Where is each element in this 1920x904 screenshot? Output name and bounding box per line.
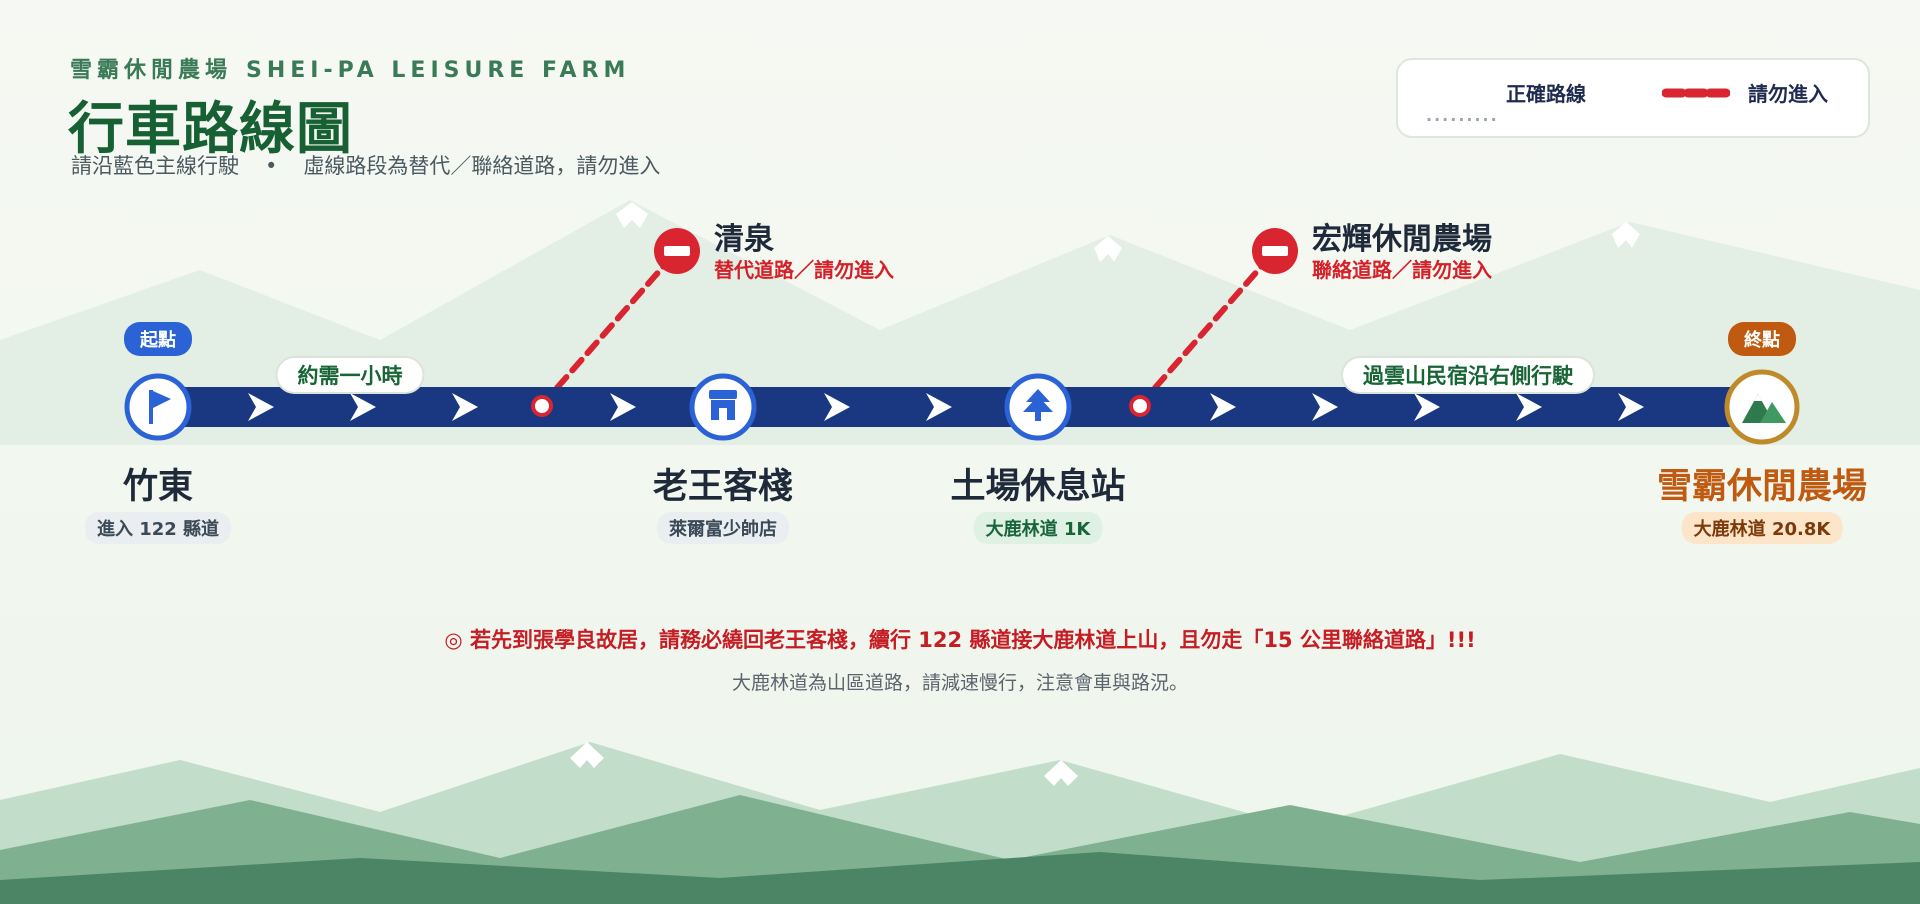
direction-chevron — [610, 393, 636, 421]
brand-heading: 雪霸休閒農場 SHEI-PA LEISURE FARM — [70, 52, 630, 84]
start-badge: 起點 — [124, 322, 192, 356]
station-name-tuchang: 土場休息站 — [950, 467, 1126, 507]
direction-chevron — [1312, 393, 1338, 421]
warning-note: ◎ 若先到張學良故居，請務必繞回老王客棧，續行 122 縣道接大鹿林道上山，且勿… — [444, 628, 1476, 652]
no-entry-note-honghui: 聯絡道路／請勿進入 — [1312, 258, 1492, 282]
station-name-zhudong: 竹東 — [122, 467, 194, 507]
direction-chevron — [1516, 393, 1542, 421]
mountain-icon — [1742, 394, 1786, 423]
subtitle-separator: • — [265, 154, 278, 178]
junction-marker-qingquan — [531, 395, 553, 417]
station-tag-sheipa: 大鹿林道 20.8K — [1681, 512, 1843, 544]
no-entry-note-qingquan: 替代道路／請勿進入 — [714, 258, 894, 282]
snow-cap — [1094, 236, 1122, 262]
no-entry-icon — [654, 228, 700, 274]
direction-chevron — [350, 393, 376, 421]
no-entry-name-honghui: 宏輝休閒農場 — [1312, 222, 1492, 257]
flag-icon — [149, 390, 171, 424]
direction-chevron — [452, 393, 478, 421]
segment-label-duration: 約需一小時 — [275, 356, 425, 394]
segment-label-keep-right: 過雲山民宿沿右側行駛 — [1341, 356, 1595, 394]
direction-chevron — [824, 393, 850, 421]
brand-en: SHEI-PA LEISURE FARM — [246, 58, 631, 83]
direction-chevron — [1210, 393, 1236, 421]
brand-zh: 雪霸休閒農場 — [70, 58, 233, 83]
no-entry-branch-line-qingquan — [539, 249, 679, 408]
station-node-tuchang — [1004, 373, 1072, 441]
no-entry-icon — [1252, 228, 1298, 274]
legend-no-entry-swatch — [1662, 88, 1730, 98]
snow-cap — [1044, 760, 1078, 786]
no-entry-branch-line-honghui — [1137, 249, 1277, 408]
station-tag-tuchang: 大鹿林道 1K — [973, 512, 1103, 544]
snow-cap — [1612, 222, 1640, 248]
no-entry-name-qingquan: 清泉 — [714, 222, 774, 257]
legend-main-route-label: 正確路線 — [1506, 82, 1586, 106]
station-node-zhudong — [124, 373, 192, 441]
tree-icon — [1023, 389, 1053, 421]
station-node-sheipa — [1724, 369, 1800, 445]
subtitle-main-route: 請沿藍色主線行駛 — [71, 154, 239, 178]
page-title: 行車路線圖 — [68, 97, 353, 162]
station-name-laowang: 老王客棧 — [652, 467, 794, 507]
fg-mountain-dark — [0, 852, 1920, 904]
caution-note: 大鹿林道為山區道路，請減速慢行，注意會車與路況。 — [731, 672, 1188, 694]
direction-chevron — [926, 393, 952, 421]
station-tag-laowang: 萊爾富少帥店 — [657, 512, 789, 544]
legend-no-entry-label: 請勿進入 — [1748, 82, 1828, 106]
junction-marker-honghui — [1129, 395, 1151, 417]
snow-cap — [616, 202, 648, 228]
legend: 正確路線 ········· 請勿進入 — [1396, 58, 1870, 138]
direction-chevron — [1414, 393, 1440, 421]
direction-chevron — [248, 393, 274, 421]
station-node-laowang — [689, 373, 757, 441]
store-icon — [709, 390, 737, 420]
snow-cap — [570, 742, 604, 768]
station-name-sheipa: 雪霸休閒農場 — [1656, 467, 1868, 507]
end-badge: 終點 — [1728, 322, 1796, 356]
subtitle-dashed-route: 虛線路段為替代／聯絡道路，請勿進入 — [303, 154, 661, 178]
direction-chevron — [1618, 393, 1644, 421]
page-subtitle: 請沿藍色主線行駛 • 虛線路段為替代／聯絡道路，請勿進入 — [71, 150, 660, 180]
legend-main-route-swatch: ········· — [1426, 110, 1499, 129]
station-tag-zhudong: 進入 122 縣道 — [84, 512, 232, 544]
